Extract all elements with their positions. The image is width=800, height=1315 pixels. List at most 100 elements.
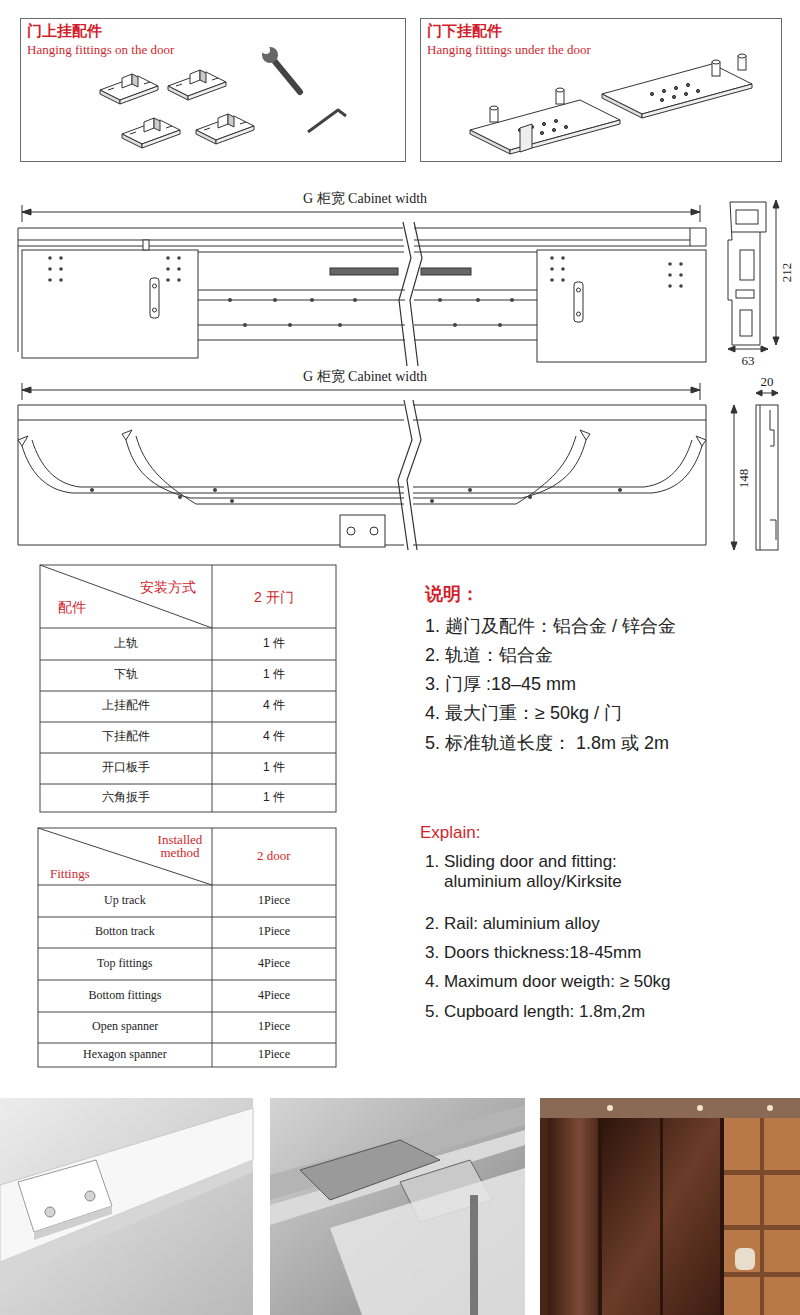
table-cell: 1Piece bbox=[258, 1020, 290, 1034]
fittings-illustration bbox=[100, 46, 346, 148]
table-cell: 下挂配件 bbox=[102, 730, 150, 744]
product-photo bbox=[34, 1206, 112, 1240]
bottom-track-profile bbox=[770, 410, 776, 540]
bottom-track-drawing bbox=[413, 440, 702, 493]
product-photo bbox=[720, 1118, 724, 1315]
product-photo bbox=[724, 1225, 800, 1230]
table-grid bbox=[38, 828, 336, 1067]
note-line: 5. Cupboard length: 1.8m,2m bbox=[425, 1002, 645, 1022]
fittings-illustration bbox=[122, 118, 180, 148]
bottom-track-drawing bbox=[347, 527, 355, 535]
table-cell: 下轨 bbox=[114, 668, 138, 682]
table-header: Installed method bbox=[150, 833, 210, 860]
product-photo bbox=[470, 1195, 478, 1315]
dimension-line bbox=[756, 390, 778, 396]
plate-flange bbox=[520, 124, 532, 152]
note-line: 5. 标准轨道长度： 1.8m 或 2m bbox=[425, 733, 669, 754]
top-rail-drawing bbox=[577, 312, 581, 316]
open-spanner bbox=[262, 47, 278, 63]
top-rail-drawing bbox=[288, 323, 292, 327]
table-cell: 4 件 bbox=[263, 730, 285, 744]
product-photo bbox=[330, 1168, 525, 1315]
top-rail-profile bbox=[732, 232, 760, 233]
product-photo bbox=[540, 1098, 800, 1315]
top-rail-drawing bbox=[550, 256, 565, 282]
dimension-number: 212 bbox=[780, 260, 795, 284]
top-rail-profile bbox=[736, 210, 758, 224]
table-cell: 1 件 bbox=[263, 668, 285, 682]
table-grid bbox=[38, 885, 336, 1043]
table-cell: 上轨 bbox=[114, 637, 138, 651]
top-rail-drawing bbox=[228, 298, 232, 302]
product-photo bbox=[724, 1272, 800, 1277]
top-rail-drawing bbox=[353, 298, 357, 302]
product-photo bbox=[607, 1105, 613, 1111]
note-line: 4. Maximum door weigth: ≥ 50kg bbox=[425, 972, 671, 992]
table-cell: Bottom fittings bbox=[89, 989, 162, 1003]
plates-illustration bbox=[470, 54, 752, 154]
bottom-track-drawing bbox=[370, 527, 378, 535]
product-photo bbox=[85, 1191, 95, 1201]
hexagon-spanner bbox=[308, 110, 346, 132]
table-grid bbox=[40, 565, 212, 628]
table-cell: 1Piece bbox=[258, 894, 290, 908]
table-cell: Up track bbox=[104, 894, 146, 908]
table-grid bbox=[38, 565, 336, 1067]
bottom-track-drawing bbox=[90, 488, 622, 503]
panel-heading: 门上挂配件 bbox=[27, 22, 102, 40]
bottom-track-drawing bbox=[430, 499, 434, 503]
bottom-track-drawing bbox=[340, 515, 385, 547]
open-spanner bbox=[262, 46, 300, 92]
top-rail-drawing bbox=[243, 323, 247, 327]
table-cell: 4Piece bbox=[258, 989, 290, 1003]
product-photo bbox=[270, 1098, 525, 1315]
dimension-line bbox=[22, 387, 700, 393]
product-photo bbox=[767, 1105, 773, 1111]
bottom-track-drawing bbox=[126, 436, 404, 504]
product-photo bbox=[18, 1160, 112, 1232]
note-line: 1. 趟门及配件：铝合金 / 锌合金 bbox=[425, 616, 676, 637]
top-rail-drawing bbox=[577, 288, 581, 292]
product-photo bbox=[602, 1118, 720, 1315]
table-cell: Open spanner bbox=[92, 1020, 158, 1034]
note-line: 2. 轨道：铝合金 bbox=[425, 645, 553, 666]
fittings-panel: 门下挂配件Hanging fittings under the door bbox=[420, 18, 782, 162]
dimension-line bbox=[22, 209, 700, 215]
table-cell: 上挂配件 bbox=[102, 699, 150, 713]
table-cell: 1Piece bbox=[258, 1048, 290, 1062]
plates-illustration bbox=[712, 60, 720, 76]
bottom-track-drawing bbox=[230, 499, 234, 503]
product-photo bbox=[540, 1098, 800, 1315]
product-photo bbox=[724, 1170, 800, 1175]
panel-subheading: Hanging fittings on the door bbox=[27, 42, 174, 58]
table-cell: 4 件 bbox=[263, 699, 285, 713]
top-rail-drawing bbox=[421, 268, 471, 275]
table-grid bbox=[212, 565, 213, 812]
top-rail-profile bbox=[740, 310, 752, 336]
note-line: 3. Doors thickness:18-45mm bbox=[425, 943, 641, 963]
open-spanner bbox=[262, 46, 270, 54]
dimension-line bbox=[22, 383, 23, 400]
bottom-track-drawing bbox=[213, 488, 217, 492]
table-cell: Top fittings bbox=[97, 957, 153, 971]
top-rail-drawing bbox=[48, 256, 63, 282]
bottom-track-profile bbox=[760, 405, 761, 550]
dimension-line bbox=[773, 200, 779, 345]
top-rail-profile bbox=[728, 202, 766, 345]
product-photo bbox=[0, 1098, 253, 1315]
table-cell: 4Piece bbox=[258, 957, 290, 971]
top-rail-profile bbox=[728, 202, 766, 345]
top-rail-drawing bbox=[510, 298, 514, 302]
bottom-track-profile bbox=[756, 405, 778, 550]
table-header: Fittings bbox=[50, 867, 90, 882]
top-rail-drawing bbox=[166, 256, 181, 282]
product-photo bbox=[548, 1118, 600, 1315]
bottom-track-drawing bbox=[413, 405, 706, 545]
product-photo bbox=[598, 1118, 602, 1315]
plates-illustration bbox=[490, 106, 498, 122]
top-rail-drawing bbox=[574, 282, 583, 322]
fittings-illustration bbox=[168, 70, 226, 100]
fittings-panel: 门上挂配件 Hanging fittings on the door bbox=[20, 18, 406, 162]
table-header: 2 开门 bbox=[254, 589, 294, 605]
table-cell: 1Piece bbox=[258, 925, 290, 939]
